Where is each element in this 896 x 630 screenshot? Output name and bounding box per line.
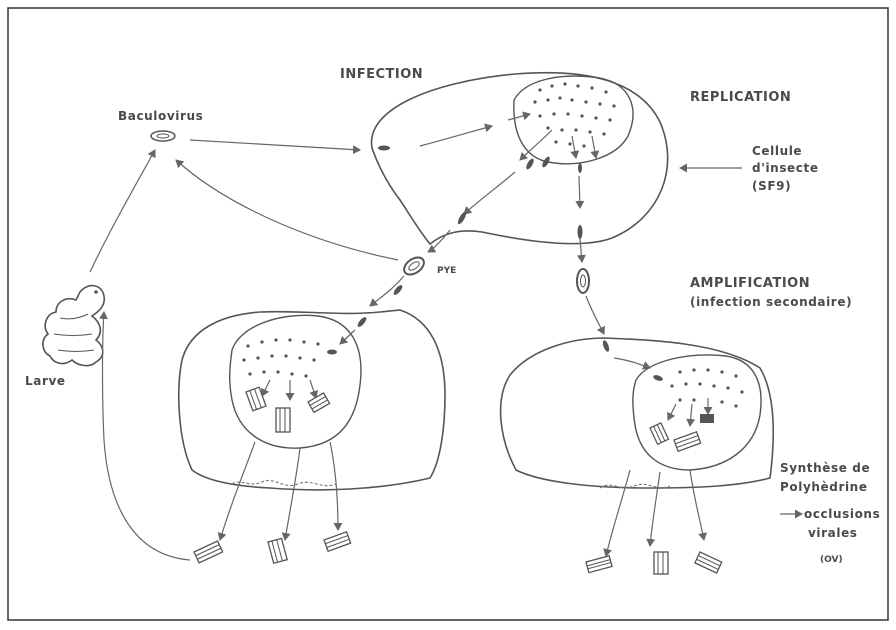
right-nuclear-polyhedra [650,414,714,451]
arrow-cyto-to-membrane-right [579,176,580,208]
label-polyhedrine: Polyhèdrine [780,480,868,494]
arrow-right-virus-to-cell [586,296,604,334]
arrow-right-release-1 [606,470,630,556]
label-amplification: AMPLIFICATION [690,276,810,291]
arrow-cyto-to-membrane-left [464,172,515,214]
arrow-right-virus-down [580,238,582,262]
label-infection-secondaire: (infection secondaire) [690,295,852,309]
arrow-right-nuc-2 [690,404,692,426]
arrow-larva-to-baculovirus [90,150,155,272]
pye-virus-icon [401,254,427,278]
left-nucleus-virions [242,338,337,377]
arrow-nucleus-internal-1 [508,114,530,120]
left-cell-membrane-wave [232,480,336,485]
left-released-polyhedra [194,532,351,563]
arrow-baculovirus-to-cell [190,140,360,150]
label-infection: INFECTION [340,67,423,82]
label-larve: Larve [25,374,66,388]
budded-virus-right-icon [577,269,589,293]
arrow-left-release-2 [285,448,300,540]
arrow-left-release-3 [330,442,338,530]
arrow-entry-to-nucleus [420,126,492,146]
arrow-into-right-nucleus [614,358,650,368]
label-pye: PYE [437,266,456,276]
arrow-nucleus-out-3 [592,136,596,158]
label-ov: (OV) [820,555,843,565]
arrow-left-release-1 [220,442,255,540]
top-infected-cell [371,73,667,244]
bottom-right-cell [501,338,774,488]
arrow-pye-to-baculovirus [176,160,398,260]
label-cellule-1: Cellule [752,144,802,158]
arrow-nucleus-out-2 [572,136,576,158]
larva-icon [43,286,104,366]
right-nucleus-virions [652,368,743,407]
label-replication: REPLICATION [690,90,791,105]
arrow-left-nuc-1 [262,380,270,396]
arrow-nucleus-out-1 [520,130,552,160]
baculovirus-particle-icon [151,131,175,141]
label-synthese: Synthèse de [780,461,870,475]
label-cellule-2: d'insecte [752,161,819,175]
left-nuclear-polyhedra [246,387,330,432]
label-cellule-3: (SF9) [752,179,791,193]
label-baculovirus: Baculovirus [118,109,203,123]
arrow-right-release-3 [690,470,704,540]
top-nucleus-virions [533,82,615,147]
arrow-left-nuc-3 [310,380,316,398]
label-virales: virales [808,526,858,540]
label-occlusions: occlusions [804,507,880,521]
arrow-polyhedra-to-larva [103,312,191,560]
viral-entry-mark [378,146,390,151]
arrow-membrane-to-pye [428,230,450,252]
arrow-right-release-2 [650,472,660,546]
arrow-right-nuc-1 [668,404,676,420]
